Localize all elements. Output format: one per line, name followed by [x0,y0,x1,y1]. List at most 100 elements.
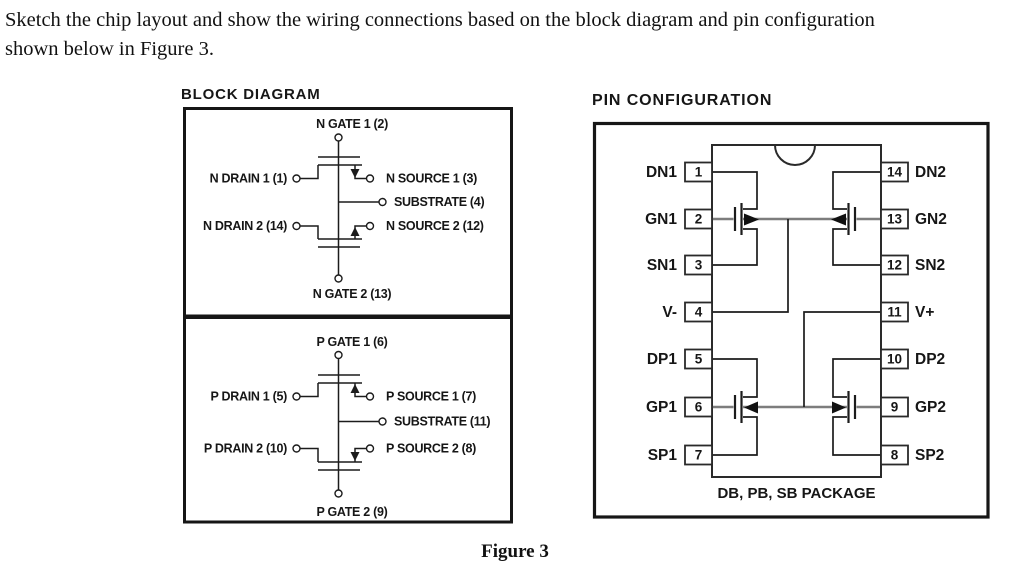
n-gate1-terminal [334,133,343,142]
p2-drain-wire [832,358,881,398]
pin-label-dn2: DN2 [915,164,946,181]
pin-box-8 [880,444,909,466]
ic-package [711,144,882,478]
package-notch [774,144,816,166]
n-gate2-label: N GATE 2 (13) [313,287,392,301]
v-plus-body-wire [803,311,881,407]
pin-number-8: 8 [891,448,899,463]
n-gate2-terminal [334,274,343,283]
p-gate2-terminal [334,489,343,498]
pin-configuration-title: PIN CONFIGURATION [592,92,773,109]
pin-label-gp2: GP2 [915,399,946,416]
pin-number-6: 6 [695,400,703,415]
n-source1-label: N SOURCE 1 (3) [386,172,477,186]
pin-number-3: 3 [695,258,703,273]
n2-drain-wire [832,171,881,210]
package-name-label: DB, PB, SB PACKAGE [717,485,875,502]
pin-number-2: 2 [695,212,703,227]
n-drain1-terminal [292,174,301,183]
n-drain2-label: N DRAIN 2 (14) [203,219,287,233]
n-drain2-lead [300,225,319,239]
pin-box-14 [880,161,909,183]
pin-label-sp2: SP2 [915,447,944,464]
pin-box-4 [684,301,713,323]
pin-label-sn1: SN1 [647,257,678,274]
pin-label-gp1: GP1 [646,399,677,416]
p-drain2-terminal [292,444,301,453]
p-gate1-label: P GATE 1 (6) [317,335,388,349]
n-source1-terminal [365,174,375,183]
pin-label-dp1: DP1 [647,351,678,368]
instruction-line-1: Sketch the chip layout and show the wiri… [5,9,875,31]
pin-box-7 [684,444,713,466]
p-drain1-terminal [292,392,301,401]
pin-label-v-minus: V- [662,304,677,321]
transistor-arrows [744,213,846,414]
pin-label-gn1: GN1 [645,211,677,228]
instruction-text: Sketch the chip layout and show the wiri… [5,6,995,64]
pin-box-3 [684,254,713,276]
n-gate1-label: N GATE 1 (2) [316,117,388,131]
n-source2-label: N SOURCE 2 (12) [386,219,484,233]
transistor-bars [733,203,857,423]
n-source2-terminal [365,221,375,231]
pin-number-12: 12 [887,258,902,273]
p-drain1-lead [300,383,319,398]
v-minus-body-wire [712,219,789,313]
p-gate1-terminal [334,350,343,360]
p-terminal-circles [292,350,387,498]
p-mosfet-symbol: P GATE 1 (6) P DRAIN 1 (5) P SOURCE 1 (7… [204,335,491,519]
pin-box-1 [684,161,713,183]
p-source2-terminal [365,444,375,453]
pin-number-1: 1 [695,165,703,180]
pin-box-13 [880,208,909,230]
p2-source-wire [832,416,881,456]
p-substrate-terminal [378,417,387,426]
pin-labels: DN1 GN1 SN1 V- DP1 GP1 SP1 DN2 GN2 SN2 V… [645,164,947,464]
pin-label-v-plus: V+ [915,304,934,321]
p-source1-label: P SOURCE 1 (7) [386,390,476,404]
p1-drain-wire [712,358,758,398]
pin-box-10 [880,348,909,370]
pin-box-5 [684,348,713,370]
pin-box-2 [684,208,713,230]
p-drain2-lead [300,447,319,462]
pin-label-sn2: SN2 [915,257,945,274]
n-drain1-label: N DRAIN 1 (1) [210,172,287,186]
pin-box-9 [880,396,909,418]
n-mosfet-frame [183,107,513,318]
n-terminal-circles [292,133,387,283]
pin-number-14: 14 [887,165,903,180]
pin-numbers: 1 2 3 4 5 6 7 14 13 12 11 10 9 8 [695,165,903,463]
pin-box-6 [684,396,713,418]
instruction-line-2: shown below in Figure 3. [5,38,214,60]
pin-number-5: 5 [695,352,703,367]
n-drain1-lead [300,165,319,180]
pin-number-4: 4 [695,305,703,320]
pin-number-13: 13 [887,212,903,227]
n-drain2-terminal [292,221,301,231]
n2-body-arrow [831,213,846,226]
p-source2-arrow [350,452,360,461]
pin-configuration-figure: 1 2 3 4 5 6 7 14 13 12 11 10 9 8 DN1 GN1… [592,121,990,519]
n-substrate-terminal [378,197,387,207]
gate-body-rails [712,217,881,409]
pin-label-dn1: DN1 [646,164,677,181]
n-substrate-label: SUBSTRATE (4) [394,195,484,209]
package-outline [711,144,882,478]
p-source2-label: P SOURCE 2 (8) [386,442,476,456]
pin-number-7: 7 [695,448,703,463]
n1-drain-wire [712,171,758,210]
pin-label-dp2: DP2 [915,351,945,368]
p-gate2-label: P GATE 2 (9) [317,505,388,519]
pin-box-12 [880,254,909,276]
pin-label-gn2: GN2 [915,211,947,228]
p1-source-wire [712,416,758,456]
p-source1-arrow [350,384,360,393]
n2-source-wire [832,228,881,266]
pin-configuration-frame [592,121,990,519]
n1-body-arrow [744,213,759,226]
pin-number-10: 10 [887,352,902,367]
pin-box-11 [880,301,909,323]
